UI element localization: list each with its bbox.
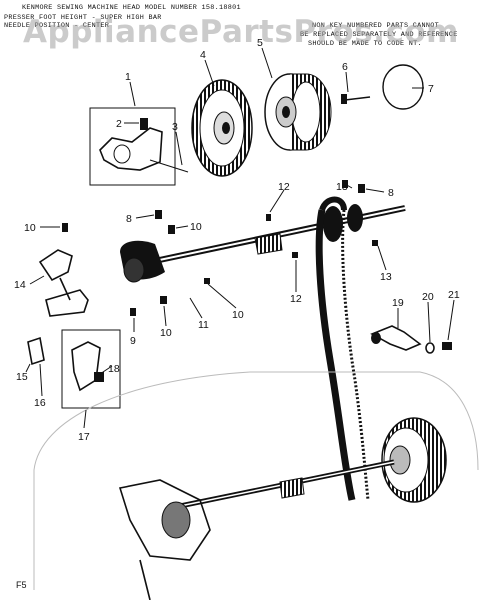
diagram-title: KENMORE SEWING MACHINE HEAD MODEL NUMBER… bbox=[22, 4, 241, 12]
needle-position-note: NEEDLE POSITION - CENTER bbox=[4, 22, 110, 30]
callout-17: 17 bbox=[78, 431, 90, 443]
bed-shaft bbox=[179, 459, 395, 509]
part-5-pulley bbox=[264, 73, 332, 151]
drive-belt bbox=[315, 196, 370, 501]
page-code: F5 bbox=[16, 580, 27, 590]
callout-12-bottom: 12 bbox=[290, 293, 302, 305]
parts-note-line-1: NON KEY NUMBERED PARTS CANNOT bbox=[312, 22, 439, 30]
callout-10-a: 10 bbox=[24, 222, 36, 234]
callout-5: 5 bbox=[257, 37, 263, 49]
leader-lines bbox=[25, 47, 455, 429]
callout-2: 2 bbox=[116, 118, 122, 130]
callout-10-c: 10 bbox=[160, 327, 172, 339]
part-17-box bbox=[61, 329, 121, 409]
part-21-screw bbox=[442, 342, 452, 350]
callout-14: 14 bbox=[14, 279, 26, 291]
callout-10-d: 10 bbox=[232, 309, 244, 321]
part-7-cover-cap bbox=[382, 64, 424, 110]
part-4-gear bbox=[191, 79, 253, 177]
callout-6: 6 bbox=[342, 61, 348, 73]
part-1-bracket-assembly bbox=[89, 107, 189, 186]
callout-8-left: 8 bbox=[126, 213, 132, 225]
callout-13-top: 13 bbox=[336, 181, 348, 193]
callout-12-top: 12 bbox=[278, 181, 290, 193]
callout-11: 11 bbox=[198, 319, 209, 331]
callout-16: 16 bbox=[34, 397, 46, 409]
callout-7: 7 bbox=[428, 83, 434, 95]
parts-note-line-3: SHOULD BE MADE TO CODE NT. bbox=[308, 40, 422, 48]
presser-foot-note: PRESSER FOOT HEIGHT - SUPER HIGH BAR bbox=[4, 14, 162, 22]
callout-10-b: 10 bbox=[190, 221, 202, 233]
callout-15: 15 bbox=[16, 371, 28, 383]
parts-note-line-2: BE REPLACED SEPARATELY AND REFERENCE bbox=[300, 31, 458, 39]
callout-13-bottom: 13 bbox=[380, 271, 392, 283]
part-19-lever bbox=[370, 325, 422, 351]
machine-body-outline bbox=[33, 371, 479, 590]
callout-labels: 1 2 3 4 5 6 7 8 8 9 10 10 10 10 11 12 12… bbox=[14, 37, 460, 443]
callout-20: 20 bbox=[422, 291, 434, 303]
hook-drive-assembly bbox=[118, 479, 211, 600]
callout-18: 18 bbox=[108, 363, 120, 375]
callout-19: 19 bbox=[392, 297, 404, 309]
lower-pulley bbox=[381, 417, 447, 503]
part-14-needle-linkage bbox=[38, 249, 89, 317]
part-20-washer bbox=[425, 342, 435, 354]
callout-4: 4 bbox=[200, 49, 206, 61]
callout-9: 9 bbox=[130, 335, 136, 347]
arm-shaft bbox=[120, 204, 406, 283]
callout-21: 21 bbox=[448, 289, 460, 301]
callout-3: 3 bbox=[172, 121, 178, 133]
callout-1: 1 bbox=[125, 71, 131, 83]
callout-8-right: 8 bbox=[388, 187, 394, 199]
part-6-screw bbox=[341, 94, 371, 104]
part-15-bracket bbox=[27, 336, 45, 366]
